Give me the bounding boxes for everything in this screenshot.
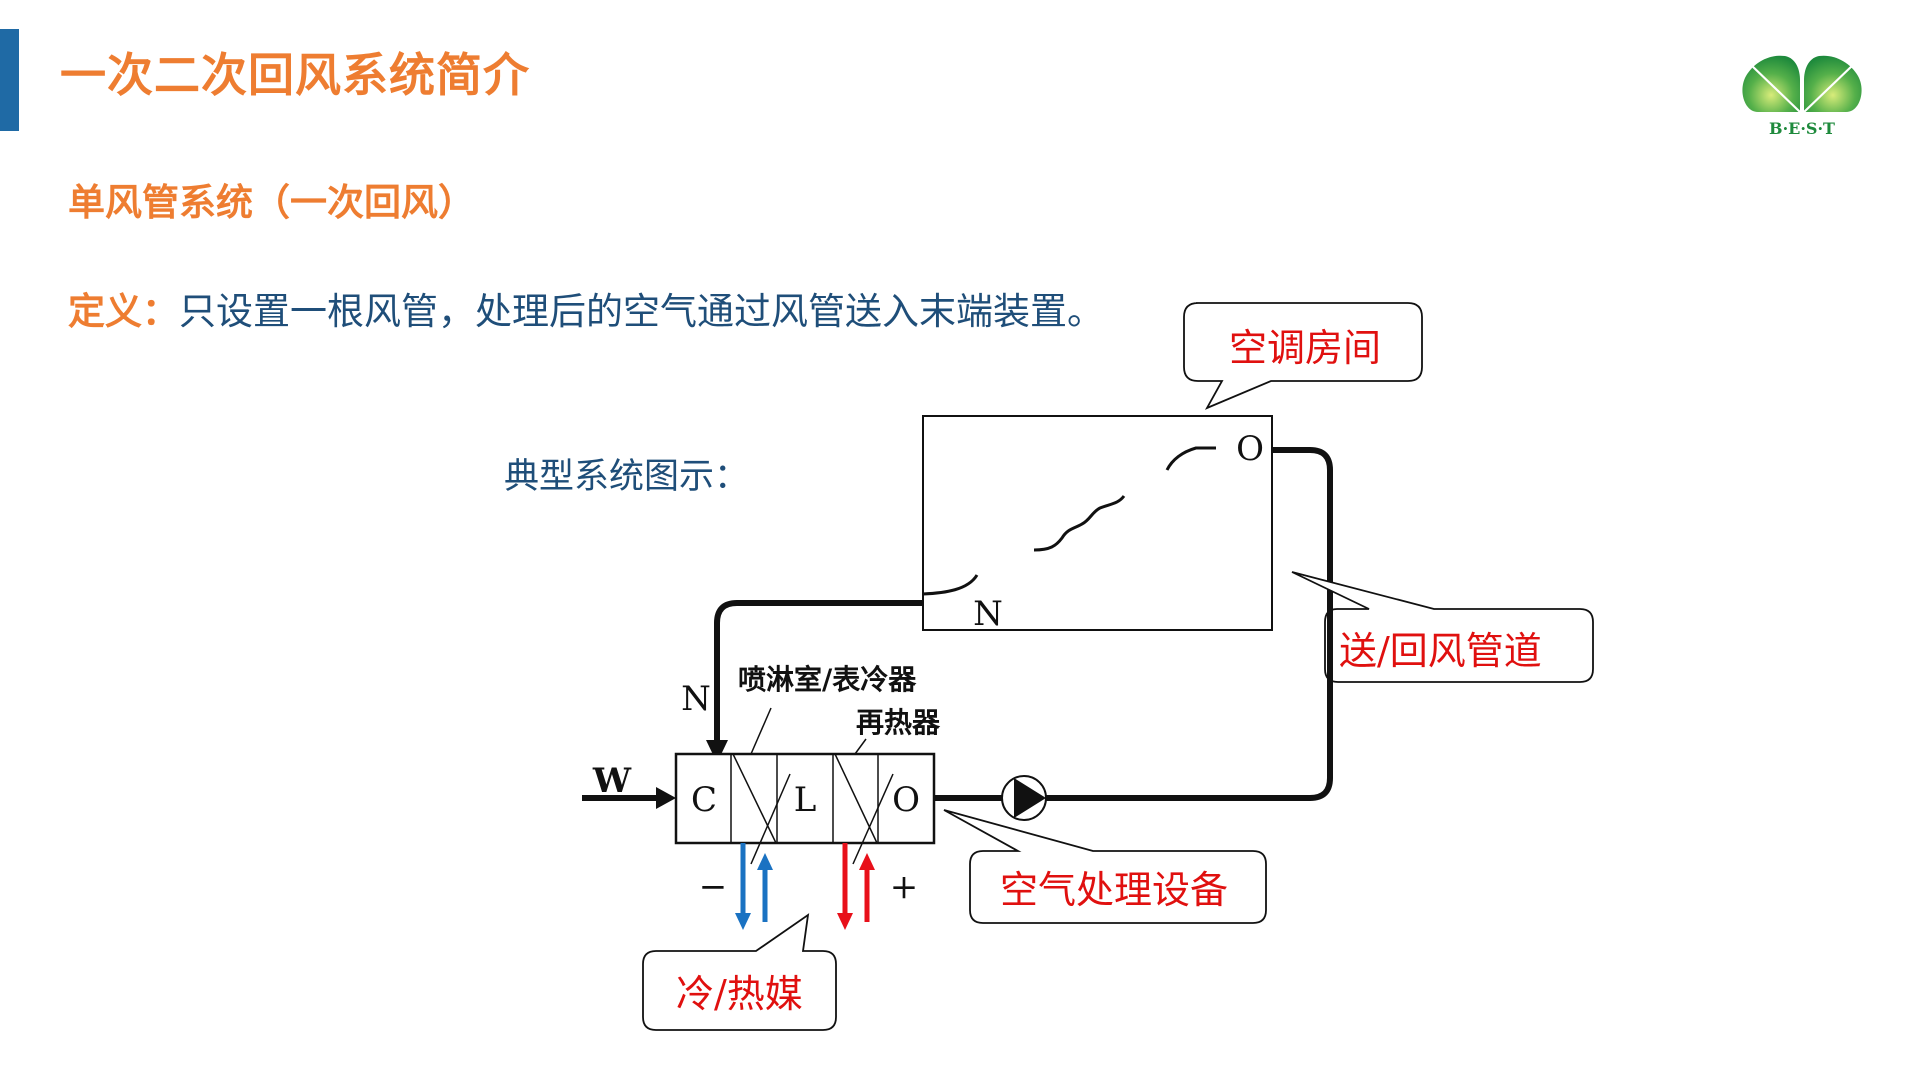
reheater-leader [854,738,867,755]
ahu-box [674,752,936,845]
logo-text: B·E·S·T [1769,119,1835,138]
cold-medium-in-arrowhead [757,853,773,870]
ahu-section-mixing: C [691,780,717,820]
definition-text: 只设置一根风管，处理后的空气通过风管送入末端装置。 [179,290,1104,333]
best-leaf-logo-icon: B·E·S·T [1742,55,1862,138]
fresh-air-label: W [592,761,632,801]
return-duct-label: N [681,679,711,719]
cold-minus-sign: − [699,867,728,907]
reheater-coil-stroke [834,753,878,844]
title-accent-bar [0,29,19,131]
fresh-air-arrowhead [656,787,676,809]
callout-ahu-text: 空气处理设备 [1000,868,1228,912]
cold-medium-out-arrowhead [735,913,751,930]
hot-medium-in-arrowhead [859,853,875,870]
return-duct [714,600,923,742]
diagram-caption: 典型系统图示： [504,457,750,497]
callout-room-bubble [1183,302,1423,410]
ahu-section-coil: L [794,780,817,820]
callout-duct-bubble [1291,571,1594,683]
room-outlet-label: O [1236,429,1264,469]
air-conditioned-room-box [922,415,1273,631]
room-airflow-curve-top [1165,446,1216,471]
hot-medium-out-arrowhead [837,913,853,930]
reheater-coil-stroke [852,773,894,865]
reheater-label: 再热器 [856,706,941,739]
ahu-section-outlet: O [892,780,920,820]
callout-medium-text: 冷/热媒 [676,972,803,1016]
spray-chamber-leader [750,707,772,755]
callout-ahu-bubble [943,809,1267,924]
room-airflow-curve-bottom [922,574,979,596]
callout-medium-bubble [642,913,837,1031]
return-duct-arrowhead [706,740,728,763]
section-subtitle: 单风管系统（一次回风） [68,181,475,224]
room-return-label: N [973,594,1003,634]
hot-plus-sign: + [890,867,919,907]
spray-chamber-label: 喷淋室/表冷器 [738,663,917,696]
cooling-coil-stroke [750,773,791,865]
definition: 定义：只设置一根风管，处理后的空气通过风管送入末端装置。 [68,293,1104,330]
cooling-coil-stroke [732,753,777,844]
definition-label: 定义： [68,290,179,333]
callout-room-text: 空调房间 [1229,326,1381,370]
page-title: 一次二次回风系统简介 [60,48,530,102]
room-airflow-curve-middle [1033,495,1126,552]
callout-duct-text: 送/回风管道 [1339,629,1542,673]
fan-icon [1014,778,1046,818]
